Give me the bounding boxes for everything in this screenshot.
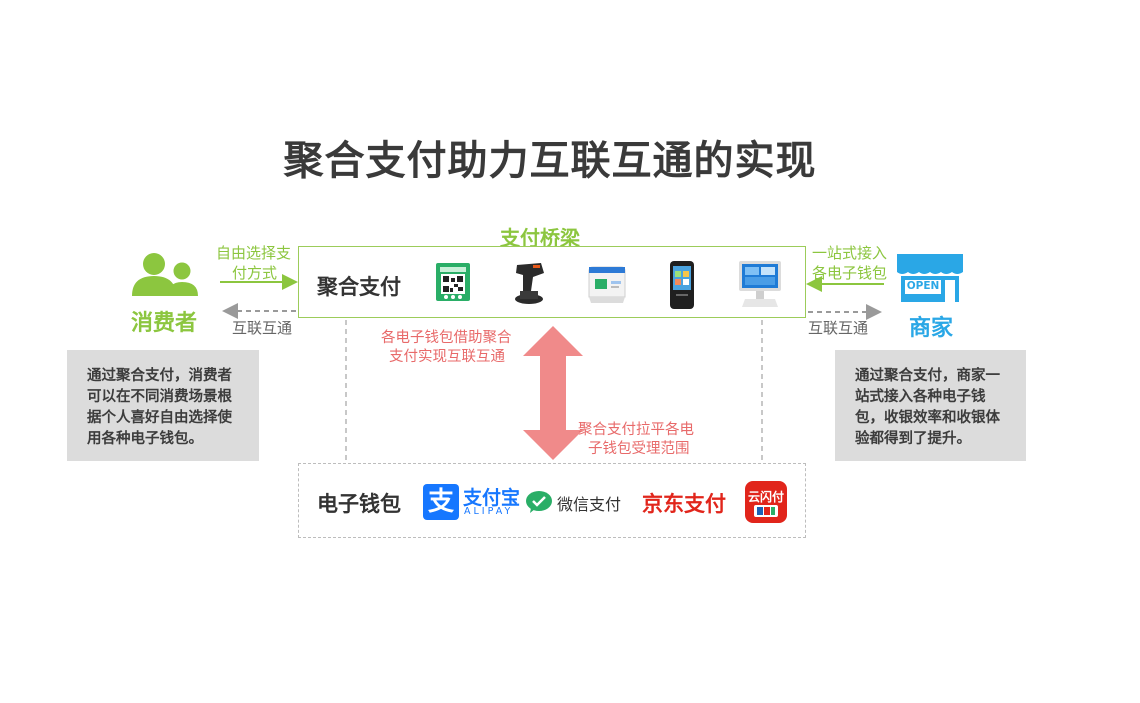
center-text-bottom-line2: 子钱包受理范围 [588,441,690,457]
consumer-interconnect-text: 互联互通 [232,319,293,337]
consumer-choice-text-line1: 自由选择支 [216,244,292,262]
qr-code-stand-icon [436,263,470,301]
pos-terminal-icon [670,261,694,309]
wechat-pay-icon [526,491,552,513]
cloud-quickpass-label: 云闪付 [747,490,784,504]
consumer-icon [132,253,198,296]
open-sign-text: OPEN [906,280,940,292]
merchant-label: 商家 [909,316,954,341]
merchant-interconnect-text: 互联互通 [808,319,869,337]
center-text-bottom-line1: 聚合支付拉平各电 [578,422,694,438]
center-text-top-line2: 支付实现互联互通 [389,349,505,365]
alipay-icon: 支 [423,484,459,520]
merchant-access-text-line1: 一站式接入 [812,244,888,262]
e-wallet-title: 电子钱包 [317,492,401,516]
consumer-label: 消费者 [131,311,198,336]
storefront-icon [897,254,963,302]
cloud-quickpass-icon: 云闪付 [745,481,787,523]
consumer-description: 通过聚合支付，消费者可以在不同消费场景根据个人喜好自由选择使用各种电子钱包。 [67,350,259,461]
aggregate-payment-title: 聚合支付 [317,275,401,299]
alipay-label: 支付宝 [463,487,521,509]
jd-pay-label: 京东支付 [642,492,726,516]
alipay-sublabel: ALIPAY [464,506,514,517]
cash-register-icon [739,261,781,307]
double-arrow-icon [523,326,583,460]
merchant-access-text-line2: 各电子钱包 [812,264,888,282]
center-text-top-line1: 各电子钱包借助聚合 [381,330,512,346]
consumer-choice-text-line2: 付方式 [232,264,278,282]
page-title: 聚合支付助力互联互通的实现 [283,138,817,184]
aggregate-payment-box: 聚合支付 [298,246,806,318]
e-wallet-box: 电子钱包 支 支付宝 ALIPAY 微信支付 京东支付 云闪付 [298,463,806,538]
barcode-scanner-icon [515,263,544,304]
payment-box-icon [588,266,626,303]
wechat-pay-label: 微信支付 [557,495,622,514]
merchant-description: 通过聚合支付，商家一站式接入各种电子钱包，收银效率和收银体验都得到了提升。 [835,350,1026,461]
